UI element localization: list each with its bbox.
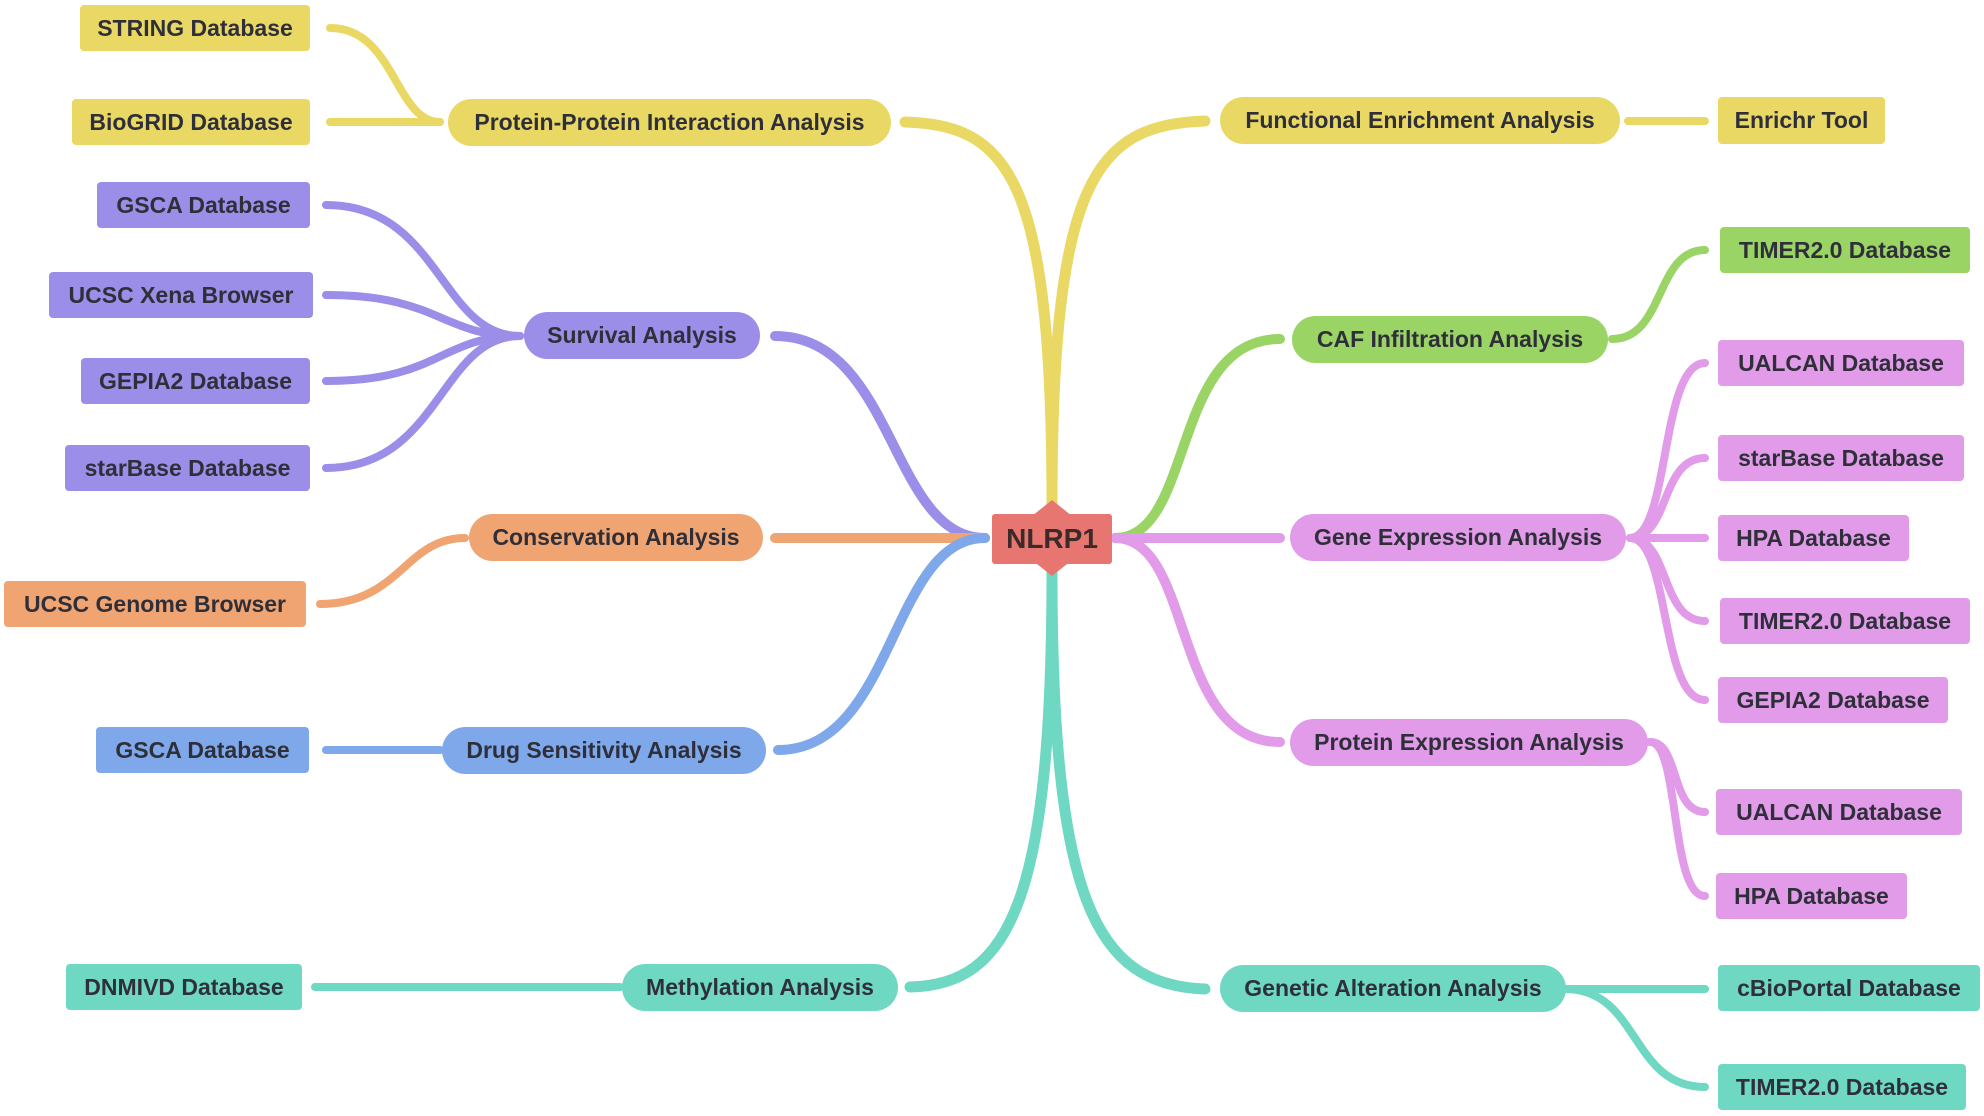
leaf-label: starBase Database	[1738, 444, 1944, 471]
leaf-label: UALCAN Database	[1736, 798, 1942, 825]
edge-center-to-survival	[770, 331, 990, 543]
edge-survival-to-gsca	[322, 201, 524, 340]
edge-center-to-ppi	[899, 116, 1058, 511]
center-label: NLRP1	[1006, 523, 1098, 554]
leaf-starbase-database[interactable]: starBase Database	[65, 445, 310, 491]
edge-center-to-caf	[1110, 334, 1285, 543]
edge-gene-expr-to-ualcan	[1626, 359, 1709, 542]
edge-survival-to-ucsc-xena	[322, 291, 524, 340]
center-node[interactable]: NLRP1	[992, 514, 1112, 564]
leaf-label: DNMIVD Database	[84, 973, 284, 1000]
leaf-hpa-database-protein[interactable]: HPA Database	[1716, 873, 1907, 919]
leaf-label: GSCA Database	[115, 736, 290, 763]
branch-label: Methylation Analysis	[646, 974, 874, 1000]
leaf-label: TIMER2.0 Database	[1735, 1073, 1949, 1100]
edge-survival-to-starbase	[322, 332, 524, 472]
branch-enrichment[interactable]: Functional Enrichment Analysis	[1220, 97, 1620, 144]
branch-drug-sensitivity[interactable]: Drug Sensitivity Analysis	[442, 727, 766, 774]
branch-label: Protein-Protein Interaction Analysis	[474, 109, 865, 135]
leaf-label: HPA Database	[1734, 882, 1889, 909]
branch-caf-infiltration[interactable]: CAF Infiltration Analysis	[1292, 316, 1608, 363]
edge-center-to-drug	[773, 533, 990, 755]
leaf-ucsc-genome-browser[interactable]: UCSC Genome Browser	[4, 581, 306, 627]
branch-survival[interactable]: Survival Analysis	[524, 312, 760, 359]
branch-methylation[interactable]: Methylation Analysis	[622, 964, 898, 1011]
leaf-label: UCSC Genome Browser	[23, 590, 286, 617]
branch-label: Genetic Alteration Analysis	[1244, 975, 1542, 1001]
leaf-label: STRING Database	[97, 14, 293, 41]
leaf-timer2-database-genetic[interactable]: TIMER2.0 Database	[1718, 1064, 1966, 1110]
branch-label: Survival Analysis	[547, 322, 737, 348]
leaf-starbase-database-expr[interactable]: starBase Database	[1718, 435, 1964, 481]
edge-center-to-enrichment	[1046, 115, 1211, 511]
leaf-hpa-database[interactable]: HPA Database	[1718, 515, 1909, 561]
branch-label: CAF Infiltration Analysis	[1316, 326, 1584, 352]
branch-ppi[interactable]: Protein-Protein Interaction Analysis	[448, 99, 891, 146]
leaf-label: UALCAN Database	[1738, 349, 1944, 376]
leaf-label: TIMER2.0 Database	[1738, 607, 1952, 634]
branch-genetic-alteration[interactable]: Genetic Alteration Analysis	[1220, 965, 1566, 1012]
leaf-gepia2-database-expr[interactable]: GEPIA2 Database	[1718, 677, 1948, 723]
leaf-timer2-database-expr[interactable]: TIMER2.0 Database	[1720, 598, 1970, 644]
leaf-label: cBioPortal Database	[1737, 974, 1961, 1001]
edge-center-to-methylation	[904, 566, 1058, 993]
leaf-dnmivd-database[interactable]: DNMIVD Database	[66, 964, 302, 1010]
edge-genetic-to-timer2	[1561, 985, 1709, 1091]
leaf-timer2-database-caf[interactable]: TIMER2.0 Database	[1720, 227, 1970, 273]
leaf-ualcan-database-protein[interactable]: UALCAN Database	[1716, 789, 1962, 835]
branch-conservation[interactable]: Conservation Analysis	[469, 514, 763, 561]
edge-caf-to-timer2	[1608, 246, 1709, 343]
leaf-biogrid-database[interactable]: BioGRID Database	[72, 99, 310, 145]
leaf-enrichr-tool[interactable]: Enrichr Tool	[1718, 97, 1885, 144]
edge-gene-expr-to-gepia2	[1626, 534, 1709, 704]
branch-label: Gene Expression Analysis	[1313, 524, 1603, 550]
edge-conservation-to-ucsc-genome	[316, 534, 469, 608]
leaf-string-database[interactable]: STRING Database	[80, 5, 310, 51]
edge-center-to-protein-expr	[1110, 533, 1285, 747]
leaf-label: GEPIA2 Database	[98, 367, 293, 394]
branch-label: Protein Expression Analysis	[1314, 729, 1624, 755]
leaf-label: BioGRID Database	[89, 108, 293, 135]
leaf-gepia2-database[interactable]: GEPIA2 Database	[81, 358, 310, 404]
branch-label: Conservation Analysis	[492, 524, 740, 550]
leaf-label: GEPIA2 Database	[1736, 686, 1930, 713]
leaf-cbioportal-database[interactable]: cBioPortal Database	[1718, 965, 1980, 1011]
leaf-label: starBase Database	[84, 454, 291, 481]
edge-center-to-genetic	[1046, 566, 1211, 995]
leaf-label: UCSC Xena Browser	[68, 281, 294, 308]
leaf-ualcan-database[interactable]: UALCAN Database	[1718, 340, 1964, 386]
leaf-gsca-database-drug[interactable]: GSCA Database	[96, 727, 309, 773]
leaf-label: TIMER2.0 Database	[1738, 236, 1952, 263]
edge-ppi-to-string	[326, 24, 444, 126]
leaf-label: GSCA Database	[116, 191, 291, 218]
edge-protein-expr-to-hpa	[1646, 738, 1709, 900]
leaf-gsca-database[interactable]: GSCA Database	[97, 182, 310, 228]
leaf-label: Enrichr Tool	[1734, 107, 1869, 133]
branch-protein-expression[interactable]: Protein Expression Analysis	[1290, 719, 1648, 766]
branch-label: Drug Sensitivity Analysis	[466, 737, 742, 763]
branch-gene-expression[interactable]: Gene Expression Analysis	[1290, 514, 1626, 561]
leaf-ucsc-xena-browser[interactable]: UCSC Xena Browser	[49, 272, 313, 318]
leaf-label: HPA Database	[1736, 524, 1891, 551]
branch-label: Functional Enrichment Analysis	[1245, 107, 1595, 133]
